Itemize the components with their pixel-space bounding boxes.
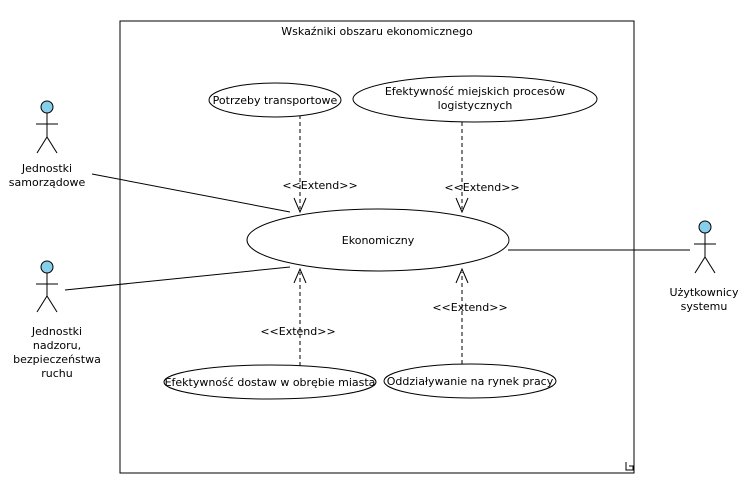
use-case-potrzeby-transportowe[interactable]: Potrzeby transportowe xyxy=(208,82,342,118)
extend-label-oddzialywanie: <<Extend>> xyxy=(432,301,507,314)
use-case-label: Oddziaływanie na rynek pracy xyxy=(387,375,554,388)
actor-figure-icon xyxy=(694,220,716,274)
use-case-label: Ekonomiczny xyxy=(342,234,415,247)
extend-oddzialywanie-arrow xyxy=(455,267,469,284)
nadzoru-line-3: ruchu xyxy=(41,367,73,380)
actor-figure-icon xyxy=(36,260,58,313)
extend-label-miejskich: <<Extend>> xyxy=(444,181,519,194)
use-case-ekonomiczny[interactable]: Ekonomiczny xyxy=(246,208,510,272)
nadzoru-line-1: nadzoru, xyxy=(33,339,81,352)
potrzeby-line-0: Potrzeby transportowe xyxy=(213,94,338,107)
ekonomiczny-line-0: Ekonomiczny xyxy=(342,234,415,247)
extend-dependencies xyxy=(293,115,469,366)
extend-label-potrzeby: <<Extend>> xyxy=(282,179,357,192)
extend-dostaw-arrow xyxy=(293,267,307,284)
extend-label-dostaw: <<Extend>> xyxy=(260,325,335,338)
associations xyxy=(64,173,690,291)
uzytkownicy-line-1: systemu xyxy=(681,300,728,313)
samorzadowe-line-1: samorządowe xyxy=(9,176,86,189)
extend-potrzeby-arrow xyxy=(293,197,307,214)
association-nadzoru xyxy=(64,266,291,291)
oddzialywanie-line-0: Oddziaływanie na rynek pracy xyxy=(387,375,554,388)
system-boundary-title: Wskaźniki obszaru ekonomicznego xyxy=(281,25,473,38)
nadzoru-line-0: Jednostki xyxy=(31,325,82,338)
boundary-resize-icon xyxy=(625,462,634,471)
actor-figure-icon xyxy=(36,100,58,154)
association-samorzadowe xyxy=(91,173,291,213)
uzytkownicy-line-0: Użytkownicy xyxy=(670,286,739,299)
use-case-oddzialywanie[interactable]: Oddziaływanie na rynek pracy xyxy=(383,363,557,399)
extend-miejskich-arrow xyxy=(455,197,469,214)
samorzadowe-line-0: Jednostki xyxy=(21,162,72,175)
efektywnosc_miejskich-line-1: logistycznych xyxy=(438,99,513,112)
efektywnosc_miejskich-line-0: Efektywność miejskich procesów xyxy=(385,85,565,98)
efektywnosc_dostaw-line-0: Efektywność dostaw w obrębie miasta xyxy=(165,376,376,389)
use-case-label: Potrzeby transportowe xyxy=(213,94,338,107)
use-case-label: Efektywność dostaw w obrębie miasta xyxy=(165,376,376,389)
use-case-efektywnosc-dostaw[interactable]: Efektywność dostaw w obrębie miasta xyxy=(163,364,377,400)
nadzoru-line-2: bezpieczeństwa xyxy=(13,353,101,366)
